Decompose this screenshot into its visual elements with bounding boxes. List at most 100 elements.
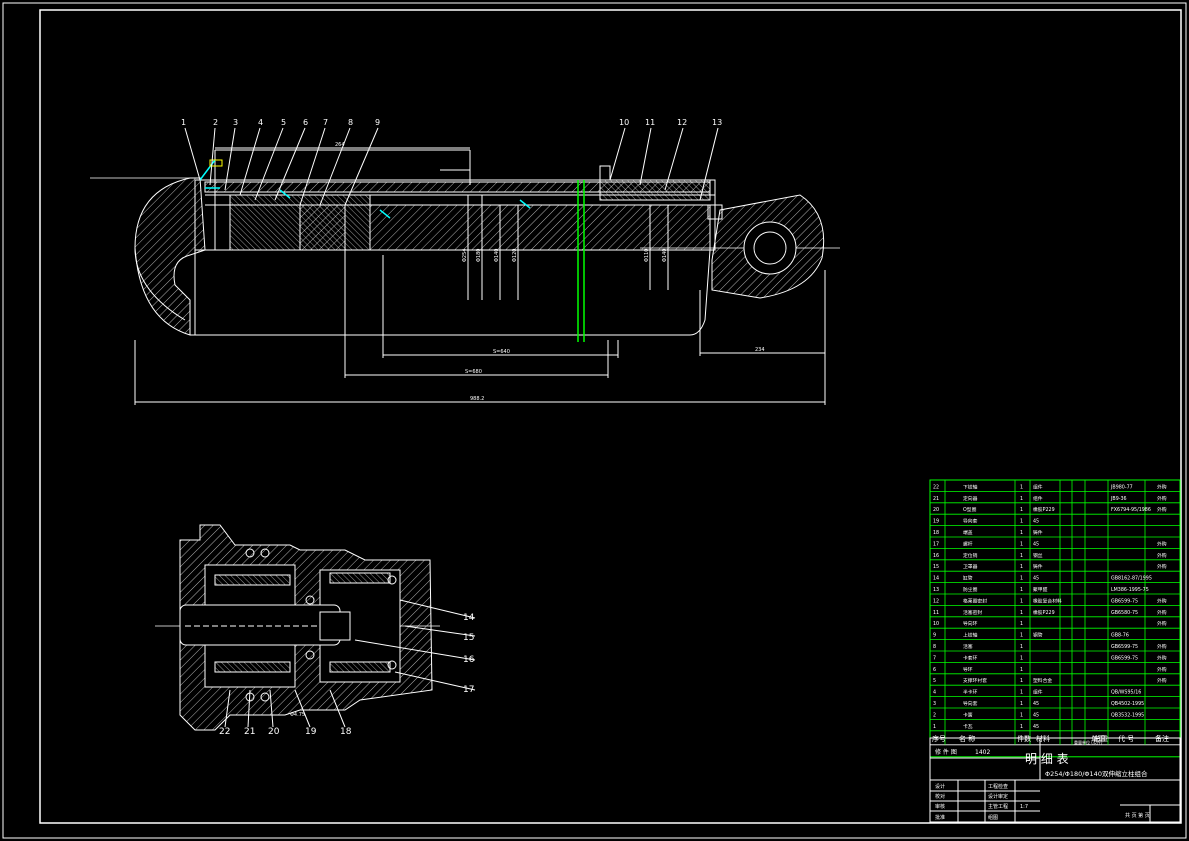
bom-cell-mat: 45: [1033, 576, 1039, 582]
bom-cell-code: QB/WS95/16: [1111, 690, 1141, 696]
bom-cell-name: 卡套环: [963, 654, 978, 661]
bom-cell-note: 外购: [1157, 677, 1167, 684]
part-label: 5: [281, 118, 286, 127]
bom-cell-note: 外购: [1157, 654, 1167, 661]
part-label: 7: [323, 118, 328, 127]
designer-label: 设计: [935, 783, 945, 790]
bom-cell-no: 16: [933, 553, 939, 559]
bom-cell-name: 导向套: [963, 700, 978, 707]
bom-cell-note: 外购: [1157, 609, 1167, 616]
bom-cell-mat: 铸件: [1033, 563, 1043, 570]
part-label: 9: [375, 118, 380, 127]
bom-cell-name: 缸管: [963, 575, 973, 582]
bom-cell-qty: 1: [1020, 530, 1023, 536]
bom-cell-code: JB9-36: [1110, 496, 1127, 502]
designer-label: 批准: [935, 814, 945, 821]
part-label: 1: [181, 118, 186, 127]
bom-cell-note: 外购: [1157, 540, 1167, 547]
title-block: [929, 737, 1181, 823]
bom-cell-no: 11: [933, 610, 939, 616]
bom-cell-no: 3: [933, 701, 936, 707]
bom-title: 明 细 表: [1025, 752, 1069, 766]
bom-cell-note: 外购: [1157, 597, 1167, 604]
dim-stroke-a: S=640: [493, 349, 510, 355]
bom-cell-note: 外购: [1157, 666, 1167, 673]
dim-eye: 234: [755, 347, 765, 353]
bom-cell-name: 上铰轴: [963, 632, 978, 639]
bom-cell-note: 外购: [1157, 563, 1167, 570]
bom-cell-no: 7: [933, 655, 936, 661]
bom-cell-note: 外购: [1157, 552, 1167, 559]
part-label: 17: [463, 685, 474, 695]
revision-label: 修 件 图: [935, 748, 957, 756]
bom-cell-mat: 聚甲醛: [1033, 586, 1048, 593]
bom-cell-mat: 橡胶复合材料: [1033, 597, 1062, 604]
bom-cell-code: GB8162-87/1995: [1111, 576, 1152, 582]
part-label: 21: [244, 727, 255, 737]
dim-top: 264: [335, 142, 345, 148]
title-row: 组图: [988, 814, 998, 821]
part-number-labels-detail: 14 15 16 17 18 19 20 21 22 Φ4.75: [219, 613, 475, 737]
revision-number: 1402: [975, 749, 990, 756]
bom-cell-name: 格莱圈密封: [963, 597, 987, 604]
bom-cell-code: FX6794-95/1986: [1111, 507, 1151, 513]
bom-cell-no: 20: [933, 507, 939, 513]
bom-cell-note: 外购: [1157, 483, 1167, 490]
bom-cell-no: 18: [933, 530, 939, 536]
bom-cell-qty: 1: [1020, 724, 1023, 730]
scale-value: 1:7: [1020, 804, 1028, 810]
bom-cell-mat: 铸件: [1033, 529, 1043, 536]
part-label: 4: [258, 118, 263, 127]
bom-cell-name: 卡瓦: [963, 723, 973, 730]
drawing-frame-inner: [39, 9, 1182, 824]
bom-cell-mat: 45: [1033, 701, 1039, 707]
bom-cell-mat: 45: [1033, 712, 1039, 718]
bom-cell-no: 8: [933, 644, 936, 650]
title-row: 主管工程: [988, 803, 1008, 810]
dim-diameter: Φ140: [662, 249, 668, 262]
bom-cell-name: 卫罩器: [963, 564, 978, 570]
bom-cell-code: LM386-1995-75: [1111, 587, 1149, 593]
bom-cell-name: 导环: [963, 667, 973, 673]
bom-cell-qty: 1: [1020, 541, 1023, 547]
part-label: 12: [677, 118, 687, 127]
bom-cell-name: 半卡环: [963, 689, 978, 696]
bom-cell-name: 端盖: [963, 529, 973, 536]
bom-cell-code: QB3532-1995: [1111, 712, 1144, 718]
bom-cell-no: 6: [933, 667, 936, 673]
designer-label: 审核: [935, 803, 945, 810]
bom-cell-mat: 组件: [1033, 495, 1043, 502]
drawing-title: Φ254/Φ180/Φ140双伸缩立柱组合: [1045, 769, 1148, 778]
bom-cell-qty: 1: [1020, 576, 1023, 582]
part-label: 10: [619, 118, 629, 127]
part-label: 6: [303, 118, 308, 127]
part-label: 22: [219, 727, 230, 737]
bom-cell-mat: 钢管: [1033, 632, 1043, 639]
part-label: 18: [340, 727, 352, 737]
part-label: 15: [463, 633, 474, 643]
bom-cell-no: 19: [933, 519, 939, 525]
bom-cell-note: 外购: [1157, 643, 1167, 650]
bom-cell-qty: 1: [1020, 598, 1023, 604]
part-label: 14: [463, 613, 475, 623]
sheet-info: 共 页 第 页: [1125, 812, 1150, 819]
bom-cell-qty: 1: [1020, 564, 1023, 570]
main-cylinder-view: [90, 127, 840, 405]
bom-cell-no: 2: [933, 712, 936, 718]
bom-cell-mat: 钢丝: [1033, 552, 1043, 559]
bom-cell-no: 22: [933, 484, 939, 490]
bom-cell-note: 外购: [1157, 620, 1167, 627]
bom-cell-qty: 1: [1020, 610, 1023, 616]
bom-cell-mat: 橡胶P229: [1033, 506, 1055, 513]
bom-cell-qty: 1: [1020, 701, 1023, 707]
bom-cell-name: O型圈: [963, 506, 977, 513]
bom-cell-code: GB6599-75: [1111, 655, 1138, 661]
bom-cell-mat: 组件: [1033, 483, 1043, 490]
bom-cell-code: JB980-77: [1110, 484, 1133, 490]
bom-cell-name: 定向器: [963, 495, 978, 502]
bom-cell-code: GB8-76: [1111, 633, 1129, 639]
part-label: 3: [233, 118, 238, 127]
bom-cell-no: 13: [933, 587, 939, 593]
bom-cell-name: 导向套: [963, 518, 978, 525]
bom-cell-qty: 1: [1020, 519, 1023, 525]
